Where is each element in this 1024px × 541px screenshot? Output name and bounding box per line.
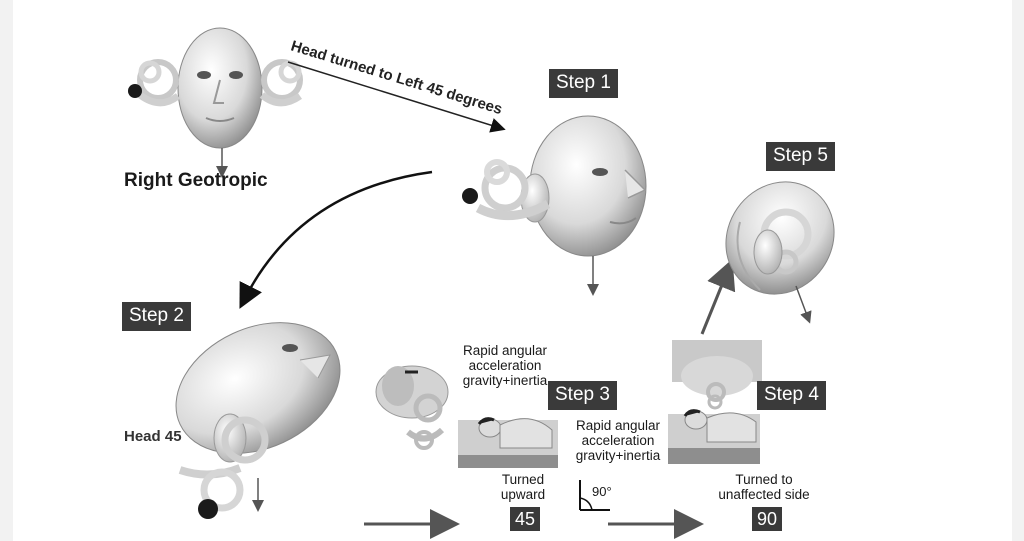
head-45-label: Head 45 — [124, 428, 182, 445]
angle-90-icon — [579, 480, 610, 511]
step4-label: Step 4 — [757, 381, 826, 410]
turned-unaffected-label: Turned to unaffected side — [712, 472, 816, 502]
step3-head-icon — [375, 365, 449, 450]
step4-head-icon — [672, 340, 762, 410]
step1-label: Step 1 — [549, 69, 618, 98]
turned-upward-line1: Turned — [501, 472, 545, 487]
rapid-left-line3: gravity+inertia — [462, 373, 548, 388]
rapid-accel-left: Rapid angular acceleration gravity+inert… — [450, 343, 560, 388]
step3-patient-supine-icon — [458, 417, 558, 468]
rapid-middle-line1: Rapid angular — [575, 418, 661, 433]
step5-head-icon — [725, 181, 835, 324]
degree-45-badge: 45 — [510, 507, 541, 531]
rapid-left-line1: Rapid angular — [462, 343, 548, 358]
step4-patient-side-icon — [668, 409, 760, 464]
step1-head-icon — [462, 115, 647, 296]
rapid-middle-line3: gravity+inertia — [575, 448, 661, 463]
degree-90-badge: 90 — [752, 507, 783, 531]
turned-unaffected-line2: unaffected side — [718, 487, 810, 502]
turned-unaffected-line1: Turned to — [735, 472, 793, 487]
turned-upward-label: Turned upward — [486, 472, 560, 502]
turn-caption: Head turned to Left 45 degrees — [289, 38, 504, 119]
step2-label: Step 2 — [122, 302, 191, 331]
step2-head-icon — [175, 322, 341, 519]
turn-arrow — [287, 61, 506, 133]
angle-90-label: 90° — [592, 484, 612, 499]
head-frontal-icon — [177, 27, 263, 178]
step3-label: Step 3 — [548, 381, 617, 410]
step5-label: Step 5 — [766, 142, 835, 171]
turned-upward-line2: upward — [500, 487, 546, 502]
right-inner-ear-icon — [259, 59, 303, 107]
rapid-left-line2: acceleration — [468, 358, 542, 373]
right-geotropic-label: Right Geotropic — [124, 170, 268, 191]
left-inner-ear-icon — [128, 59, 181, 107]
step1-to-step2-arrow — [239, 170, 433, 309]
rapid-accel-middle: Rapid angular acceleration gravity+inert… — [568, 418, 668, 463]
rapid-middle-line2: acceleration — [581, 433, 655, 448]
step4-to-step5-arrow — [700, 258, 736, 335]
